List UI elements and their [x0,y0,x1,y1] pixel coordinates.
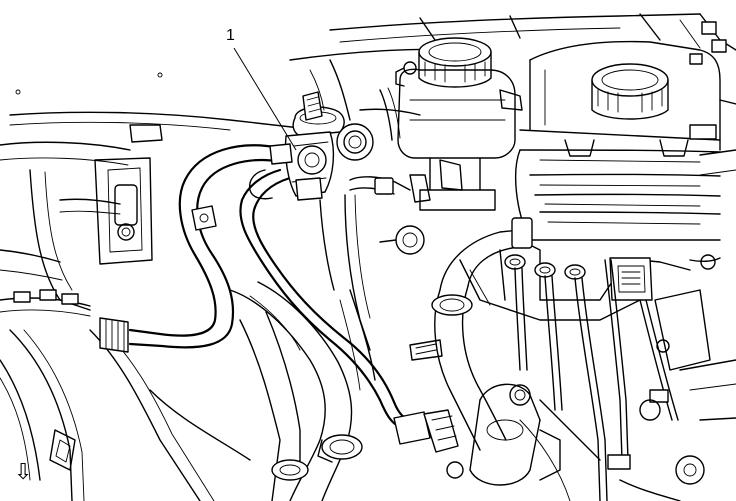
purge-hose-assembly [99,144,459,453]
callout-number-1: 1 [226,27,235,44]
wiring-harness [514,259,679,501]
engine-block [459,239,721,371]
coolant-reservoir [515,40,736,241]
round-grommet [336,123,374,161]
view-direction-arrow-icon: ⇩ [14,460,33,485]
brake-lines [15,59,523,361]
callout-leader-line [233,47,297,151]
cowl-panel [289,13,736,65]
lower-right-components [446,359,736,501]
left-body-panels [0,111,301,501]
brake-fluid-reservoir [379,37,516,255]
evap-purge-valve [269,91,345,201]
radiator-hoses [229,217,533,501]
